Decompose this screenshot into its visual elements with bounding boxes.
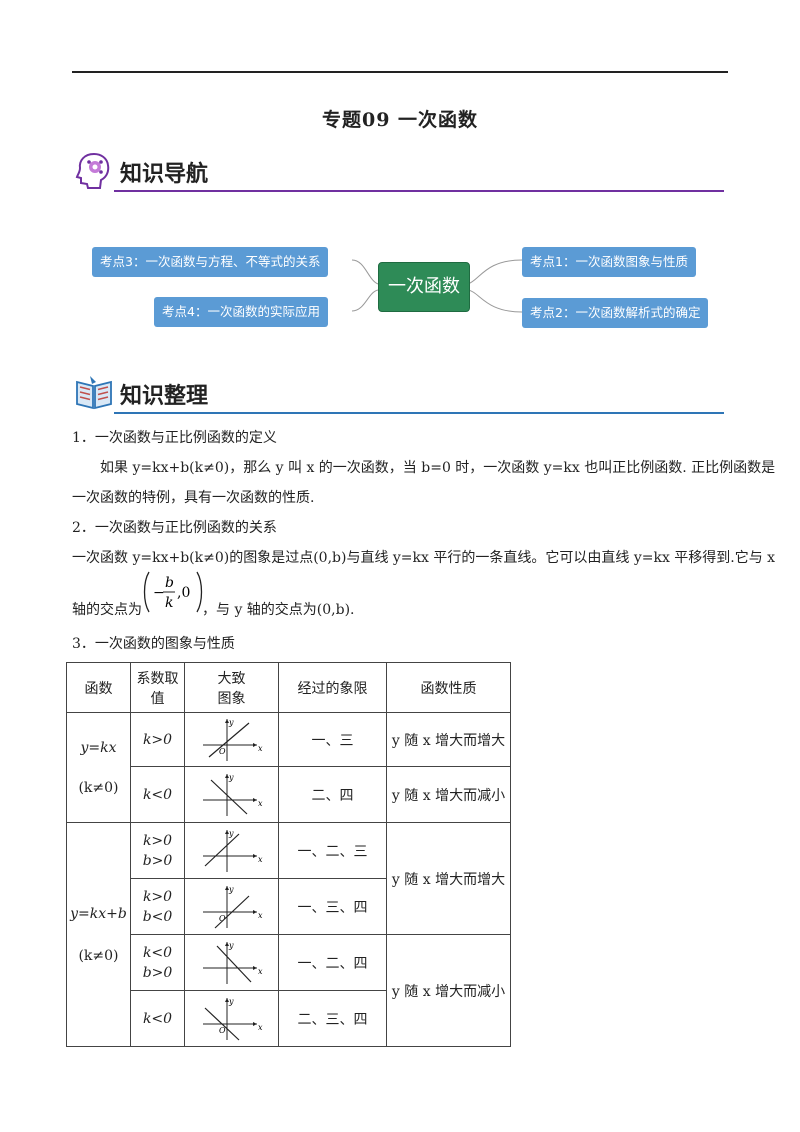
mindmap-center[interactable]: 一次函数 <box>378 262 470 312</box>
mindmap-node-topic4[interactable]: 考点4：一次函数的实际应用 <box>154 297 328 327</box>
paragraph-1a: 如果 y=kx+b(k≠0)，那么 y 叫 x 的一次函数，当 b=0 时，一次… <box>100 460 776 476</box>
property-cell: y 随 x 增大而增大 <box>386 822 511 935</box>
frac-num: b <box>165 575 174 591</box>
quadrant-cell: 一、二、三 <box>278 822 387 879</box>
origin-label: O <box>219 747 226 756</box>
mindmap-node-topic3[interactable]: 考点3：一次函数与方程、不等式的关系 <box>92 247 329 277</box>
x-axis-label: x <box>258 1023 263 1032</box>
coef-cell: k<0 <box>130 990 185 1047</box>
func-cell-kxb: y=kx+b (k≠0) <box>66 822 131 1047</box>
th-graph: 大致图象 <box>184 662 279 713</box>
function-line <box>214 895 249 928</box>
property-cell: y 随 x 增大而增大 <box>386 712 511 767</box>
section-nav-rule <box>114 190 724 192</box>
book-icon <box>76 376 112 410</box>
th-quadrants: 经过的象限 <box>278 662 387 713</box>
section-summary-header: 知识整理 <box>74 372 724 416</box>
function-line <box>216 945 251 982</box>
mindmap-node-topic2[interactable]: 考点2：一次函数解析式的确定 <box>522 298 709 328</box>
section-summary-rule <box>114 412 724 414</box>
function-line <box>208 722 249 757</box>
quadrant-cell: 一、二、四 <box>278 934 387 991</box>
coef-cell: k<0 <box>130 766 185 823</box>
th-property: 函数性质 <box>386 662 511 713</box>
y-axis-label: y <box>228 829 234 838</box>
x-axis-label: x <box>258 967 263 976</box>
x-intercept-fraction: − b k ,0 <box>143 571 203 613</box>
heading-1: 1．一次函数与正比例函数的定义 <box>72 430 277 446</box>
top-rule <box>72 71 728 73</box>
y-axis-label: y <box>228 773 234 782</box>
function-line <box>204 1007 239 1040</box>
property-cell: y 随 x 增大而减小 <box>386 766 511 823</box>
quadrant-cell: 二、三、四 <box>278 990 387 1047</box>
heading-3: 3．一次函数的图象与性质 <box>72 636 235 652</box>
mindmap-node-topic1[interactable]: 考点1：一次函数图象与性质 <box>522 247 696 277</box>
y-axis-label: y <box>228 718 234 727</box>
th-coef: 系数取值 <box>130 662 185 713</box>
mindmap-connectors <box>351 259 523 313</box>
function-line <box>204 833 239 866</box>
x-axis-label: x <box>258 744 263 753</box>
coef-cell: k>0 <box>130 712 185 767</box>
paragraph-1b: 一次函数的特例，具有一次函数的性质. <box>72 490 315 506</box>
y-axis-label: y <box>228 885 234 894</box>
line-graph-kneg-bneg: x yO <box>202 997 263 1040</box>
x-axis-label: x <box>258 799 263 808</box>
line-graph-kneg: xy <box>202 773 263 816</box>
section-nav-title: 知识导航 <box>120 162 209 187</box>
brain-icon <box>75 152 110 189</box>
frac-tail: ,0 <box>177 585 190 601</box>
y-axis-label: y <box>228 941 234 950</box>
table-header-row: 函数 系数取值 大致图象 经过的象限 函数性质 <box>66 662 511 713</box>
heading-2: 2．一次函数与正比例函数的关系 <box>72 520 277 536</box>
paragraph-2a: 一次函数 y=kx+b(k≠0)的图象是过点(0,b)与直线 y=kx 平行的一… <box>72 550 776 566</box>
x-axis-label: x <box>258 855 263 864</box>
quadrant-cell: 一、三、四 <box>278 878 387 935</box>
origin-label: O <box>219 1026 226 1035</box>
paragraph-2b-post: ，与 y 轴的交点为(0,b). <box>202 602 355 618</box>
section-summary-title: 知识整理 <box>120 384 209 409</box>
frac-sign: − <box>153 585 165 601</box>
x-axis-label: x <box>258 911 263 920</box>
line-graph-kpos: x yO <box>202 718 263 761</box>
linear-function-properties-table: 函数 系数取值 大致图象 经过的象限 函数性质 y=kx (k≠0) k>0 x… <box>66 662 511 1047</box>
y-axis-label: y <box>228 997 234 1006</box>
origin-label: O <box>219 914 226 923</box>
paragraph-2b-pre: 轴的交点为 <box>72 602 142 618</box>
func-cell-kx: y=kx (k≠0) <box>66 712 131 823</box>
property-cell: y 随 x 增大而减小 <box>386 934 511 1047</box>
th-function: 函数 <box>66 662 131 713</box>
quadrant-cell: 二、四 <box>278 766 387 823</box>
frac-den: k <box>165 595 173 611</box>
quadrant-cell: 一、三 <box>278 712 387 767</box>
line-graph-kpos-bneg: x yO <box>202 885 263 928</box>
function-line <box>210 779 247 814</box>
section-nav-header: 知识导航 <box>74 150 724 194</box>
line-graph-kneg-bpos: xy <box>202 941 263 984</box>
page-title: 专题09 一次函数 <box>321 109 479 131</box>
line-graph-kpos-bpos: xy <box>202 829 263 872</box>
